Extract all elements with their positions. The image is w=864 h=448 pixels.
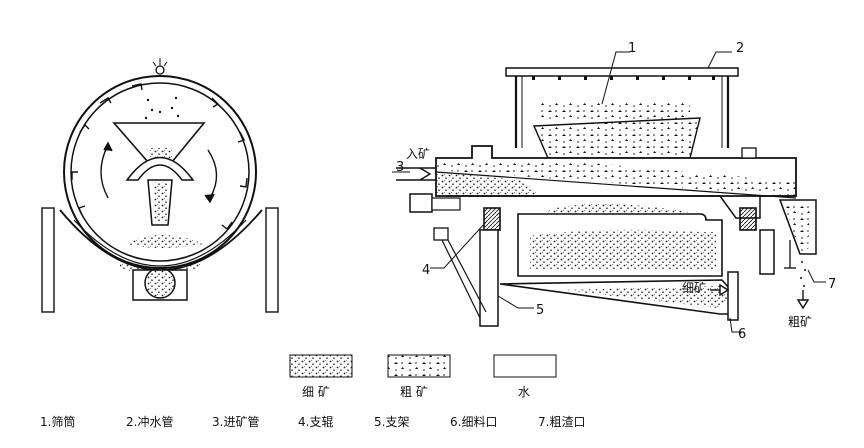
longitudinal-view [392, 51, 826, 333]
part-item: 4.支辊 [298, 415, 333, 429]
feed-label: 入矿 [406, 147, 430, 161]
callout-2: 2 [736, 41, 744, 56]
support-roller-right [739, 207, 757, 231]
part-item: 3.进矿管 [212, 414, 259, 429]
part-item: 5.支架 [374, 415, 409, 429]
lifter-blades [71, 83, 248, 231]
support-roller-left [483, 207, 501, 231]
coarse-out-arrow-icon [796, 290, 810, 310]
legend-label-water: 水 [518, 385, 530, 399]
callout-1: 1 [628, 41, 636, 56]
legend-swatch-fine [289, 354, 353, 378]
legend: 细 矿 粗 矿 水 [289, 354, 557, 399]
upper-hopper [532, 117, 701, 159]
spray-nozzles [532, 76, 715, 80]
feed-pipe [396, 167, 436, 181]
spray-pipe [505, 67, 739, 77]
spray-nozzle-icon [152, 58, 168, 77]
right-support-leg [265, 207, 279, 313]
callout-7: 7 [828, 277, 836, 292]
legend-swatch-coarse [387, 354, 451, 378]
part-item: 1.筛筒 [40, 414, 75, 429]
frame-leg-left [479, 229, 499, 327]
coarse-out-label: 粗矿 [788, 315, 812, 329]
callout-4: 4 [422, 263, 430, 278]
left-support-leg [41, 207, 55, 313]
legend-swatch-water [493, 354, 557, 378]
drive-motor [409, 193, 433, 213]
callout-numbers: 1 2 3 4 5 6 7 [396, 41, 836, 342]
bottom-roller [144, 267, 176, 299]
drum-bottom-pile [125, 235, 204, 248]
part-item: 2.冲水管 [126, 414, 173, 429]
cross-section-view [41, 58, 279, 313]
part-item: 7.粗渣口 [538, 415, 585, 429]
part-item: 6.细料口 [450, 415, 497, 429]
callout-5: 5 [536, 303, 544, 318]
frame-leg-right [759, 229, 775, 275]
legend-label-fine: 细 矿 [302, 385, 330, 399]
center-chute [125, 156, 195, 181]
callout-leaders [392, 51, 826, 333]
drum-inner-ring [70, 82, 250, 262]
callout-3: 3 [396, 160, 404, 175]
fine-out-label: 细矿 [682, 281, 706, 295]
legend-label-coarse: 粗 矿 [400, 385, 428, 399]
fine-ore-outlet [727, 271, 739, 321]
parts-list: 1.筛筒 2.冲水管 3.进矿管 4.支辊 5.支架 6.细料口 7.粗渣口 [40, 414, 585, 429]
rotation-arrow-icon [100, 141, 218, 204]
falling-ore-dots [144, 96, 180, 126]
callout-6: 6 [738, 327, 746, 342]
fine-out-arrow-icon [710, 283, 730, 297]
